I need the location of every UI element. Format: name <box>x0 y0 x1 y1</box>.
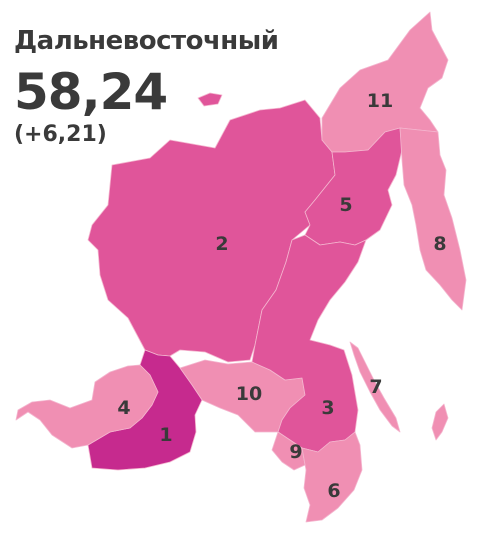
region-4[interactable] <box>15 364 159 449</box>
region-label-8: 8 <box>433 233 446 255</box>
region-5[interactable] <box>304 127 403 246</box>
region-label-3: 3 <box>321 397 334 419</box>
region-8[interactable] <box>399 127 467 311</box>
region-9[interactable] <box>271 431 306 471</box>
region-label-10: 10 <box>236 383 262 405</box>
region-label-11: 11 <box>367 90 393 112</box>
region-label-7: 7 <box>369 376 382 398</box>
region-2-island[interactable] <box>197 92 223 107</box>
region-label-4: 4 <box>117 397 130 419</box>
region-7[interactable] <box>349 341 401 433</box>
region-label-1: 1 <box>159 424 172 446</box>
district-value: 58,24 <box>14 63 168 121</box>
region-7-kurils[interactable] <box>431 403 449 441</box>
region-6[interactable] <box>301 431 363 523</box>
district-name: Дальневосточный <box>14 26 279 56</box>
region-label-2: 2 <box>215 233 228 255</box>
title-block: Дальневосточный 58,24 (+6,21) <box>14 26 279 148</box>
region-label-9: 9 <box>289 441 302 463</box>
region-3[interactable] <box>251 234 367 453</box>
region-label-6: 6 <box>327 480 340 502</box>
district-delta: (+6,21) <box>14 122 107 147</box>
region-label-5: 5 <box>339 194 352 216</box>
